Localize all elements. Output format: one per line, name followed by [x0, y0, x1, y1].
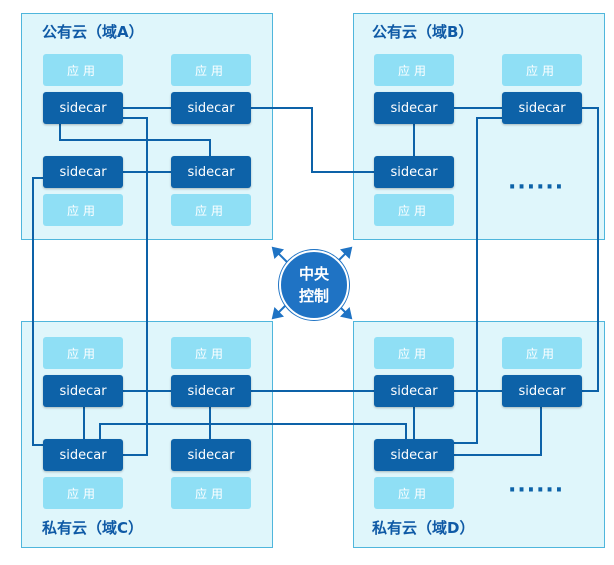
sidecar-node: sidecar [374, 375, 454, 407]
central-control-node: 中央 控制 [279, 250, 349, 320]
app-node: 应用 [171, 337, 251, 369]
app-node: 应用 [171, 194, 251, 226]
sidecar-node: sidecar [502, 375, 582, 407]
ellipsis-indicator: ······ [508, 175, 565, 200]
domain-c-title: 私有云（域C） [42, 519, 144, 537]
sidecar-node: sidecar [43, 375, 123, 407]
app-node: 应用 [171, 477, 251, 509]
domain-d-title: 私有云（域D） [372, 519, 475, 537]
sidecar-node: sidecar [171, 92, 251, 124]
ellipsis-indicator: ······ [508, 478, 565, 503]
sidecar-node: sidecar [502, 92, 582, 124]
central-control-label-1: 中央 [298, 265, 329, 283]
app-node: 应用 [43, 477, 123, 509]
domain-a-title: 公有云（域A） [42, 23, 144, 41]
app-node: 应用 [502, 337, 582, 369]
sidecar-node: sidecar [171, 439, 251, 471]
sidecar-node: sidecar [374, 439, 454, 471]
app-node: 应用 [171, 54, 251, 86]
app-node: 应用 [502, 54, 582, 86]
domain-b-title: 公有云（域B） [372, 23, 474, 41]
sidecar-node: sidecar [43, 92, 123, 124]
app-node: 应用 [43, 54, 123, 86]
sidecar-node: sidecar [374, 92, 454, 124]
sidecar-node: sidecar [374, 156, 454, 188]
app-node: 应用 [374, 194, 454, 226]
app-node: 应用 [374, 337, 454, 369]
app-node: 应用 [374, 477, 454, 509]
sidecar-node: sidecar [43, 156, 123, 188]
sidecar-node: sidecar [171, 156, 251, 188]
sidecar-node: sidecar [171, 375, 251, 407]
app-node: 应用 [43, 194, 123, 226]
sidecar-node: sidecar [43, 439, 123, 471]
central-control-label-2: 控制 [298, 287, 329, 305]
app-node: 应用 [374, 54, 454, 86]
app-node: 应用 [43, 337, 123, 369]
